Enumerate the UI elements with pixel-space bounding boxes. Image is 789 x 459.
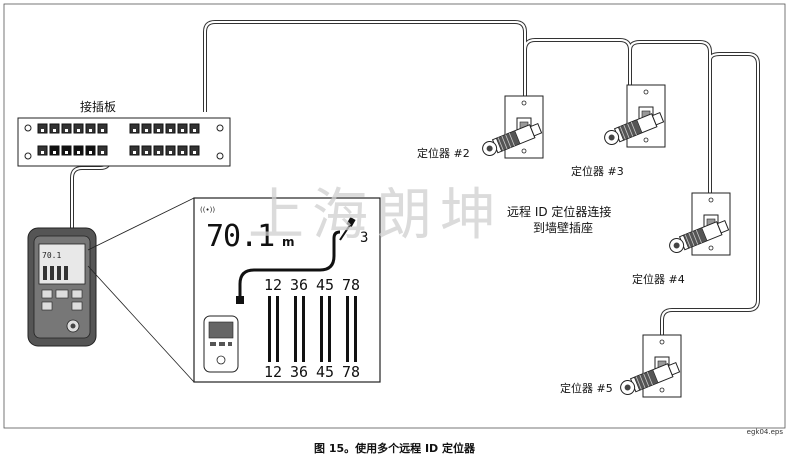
patch-port [97,123,108,134]
patch-port [61,145,72,156]
patch-port-latch [65,129,68,132]
cable-tester: 70.1 [27,227,97,347]
patch-panel [17,117,231,167]
patch-port [129,145,140,156]
patch-panel-label: 接插板 [80,100,117,114]
patch-port [73,145,84,156]
patch-port-latch [65,151,68,154]
patch-port [141,145,152,156]
patch-port [189,145,200,156]
locator-3-label: 定位器 #3 [571,165,624,178]
patch-port-latch [89,151,92,154]
pair-wire [294,296,297,362]
pair-label-bottom: 12 [264,363,282,381]
patch-port-latch [41,129,44,132]
patch-panel-ports [37,123,200,156]
wall-note-line1: 远程 ID 定位器连接 [507,205,612,219]
patch-port [153,123,164,134]
patch-port-latch [145,151,148,154]
patch-port-latch [53,151,56,154]
patch-port-latch [53,129,56,132]
locator-4-label: 定位器 #4 [632,273,685,286]
patch-port [97,145,108,156]
patch-port-latch [133,129,136,132]
patch-port [37,145,48,156]
patch-port [165,145,176,156]
patch-port [141,123,152,134]
pair-wire [276,296,279,362]
patch-port [85,145,96,156]
patch-port-latch [41,151,44,154]
figure-caption: 图 15。使用多个远程 ID 定位器 [313,442,476,455]
pair-label-top: 45 [316,276,334,294]
patch-port-latch [101,151,104,154]
lcd-wire-pairs: 12 12 36 36 45 45 78 78 [264,276,360,381]
patch-port [61,123,72,134]
patch-port [165,123,176,134]
patch-port-latch [89,129,92,132]
lcd-length-unit: m [282,235,295,249]
pair-wire [268,296,271,362]
pair-wire [328,296,331,362]
lcd-zoom-panel: ((•)) 70.1 m 3 12 12 36 36 45 45 78 78 [193,197,381,383]
pair-wire [346,296,349,362]
patch-port [49,123,60,134]
patch-port-latch [157,151,160,154]
patch-port-latch [77,129,80,132]
patch-port [129,123,140,134]
pair-wire [354,296,357,362]
patch-port [189,123,200,134]
watermark: 上海朗坤 [248,183,504,248]
patch-port-latch [145,129,148,132]
pair-label-top: 36 [290,276,308,294]
patch-port-latch [101,129,104,132]
patch-port-latch [181,151,184,154]
pair-label-top: 12 [264,276,282,294]
locator-2-label: 定位器 #2 [417,147,470,160]
file-name: egk04.eps [746,428,783,436]
patch-port-latch [181,129,184,132]
patch-port [49,145,60,156]
patch-port [177,145,188,156]
pair-label-bottom: 78 [342,363,360,381]
lcd-locator-number: 3 [360,230,368,246]
patch-port [177,123,188,134]
svg-text:((•)): ((•)) [200,206,215,214]
lcd-length-value: 70.1 [206,219,274,254]
patch-port-latch [193,129,196,132]
pair-label-bottom: 45 [316,363,334,381]
pair-label-top: 78 [342,276,360,294]
patch-port [153,145,164,156]
patch-port [37,123,48,134]
patch-port-latch [169,151,172,154]
patch-port-latch [133,151,136,154]
patch-port-latch [157,129,160,132]
patch-port [73,123,84,134]
pair-label-bottom: 36 [290,363,308,381]
tester-screen-text: 70.1 [42,251,61,260]
patch-port [85,123,96,134]
wall-note-line2: 到墙壁插座 [533,221,594,235]
pair-wire [320,296,323,362]
locator-5-label: 定位器 #5 [560,382,613,395]
patch-port-latch [193,151,196,154]
patch-port-latch [169,129,172,132]
pair-wire [302,296,305,362]
patch-port-latch [77,151,80,154]
